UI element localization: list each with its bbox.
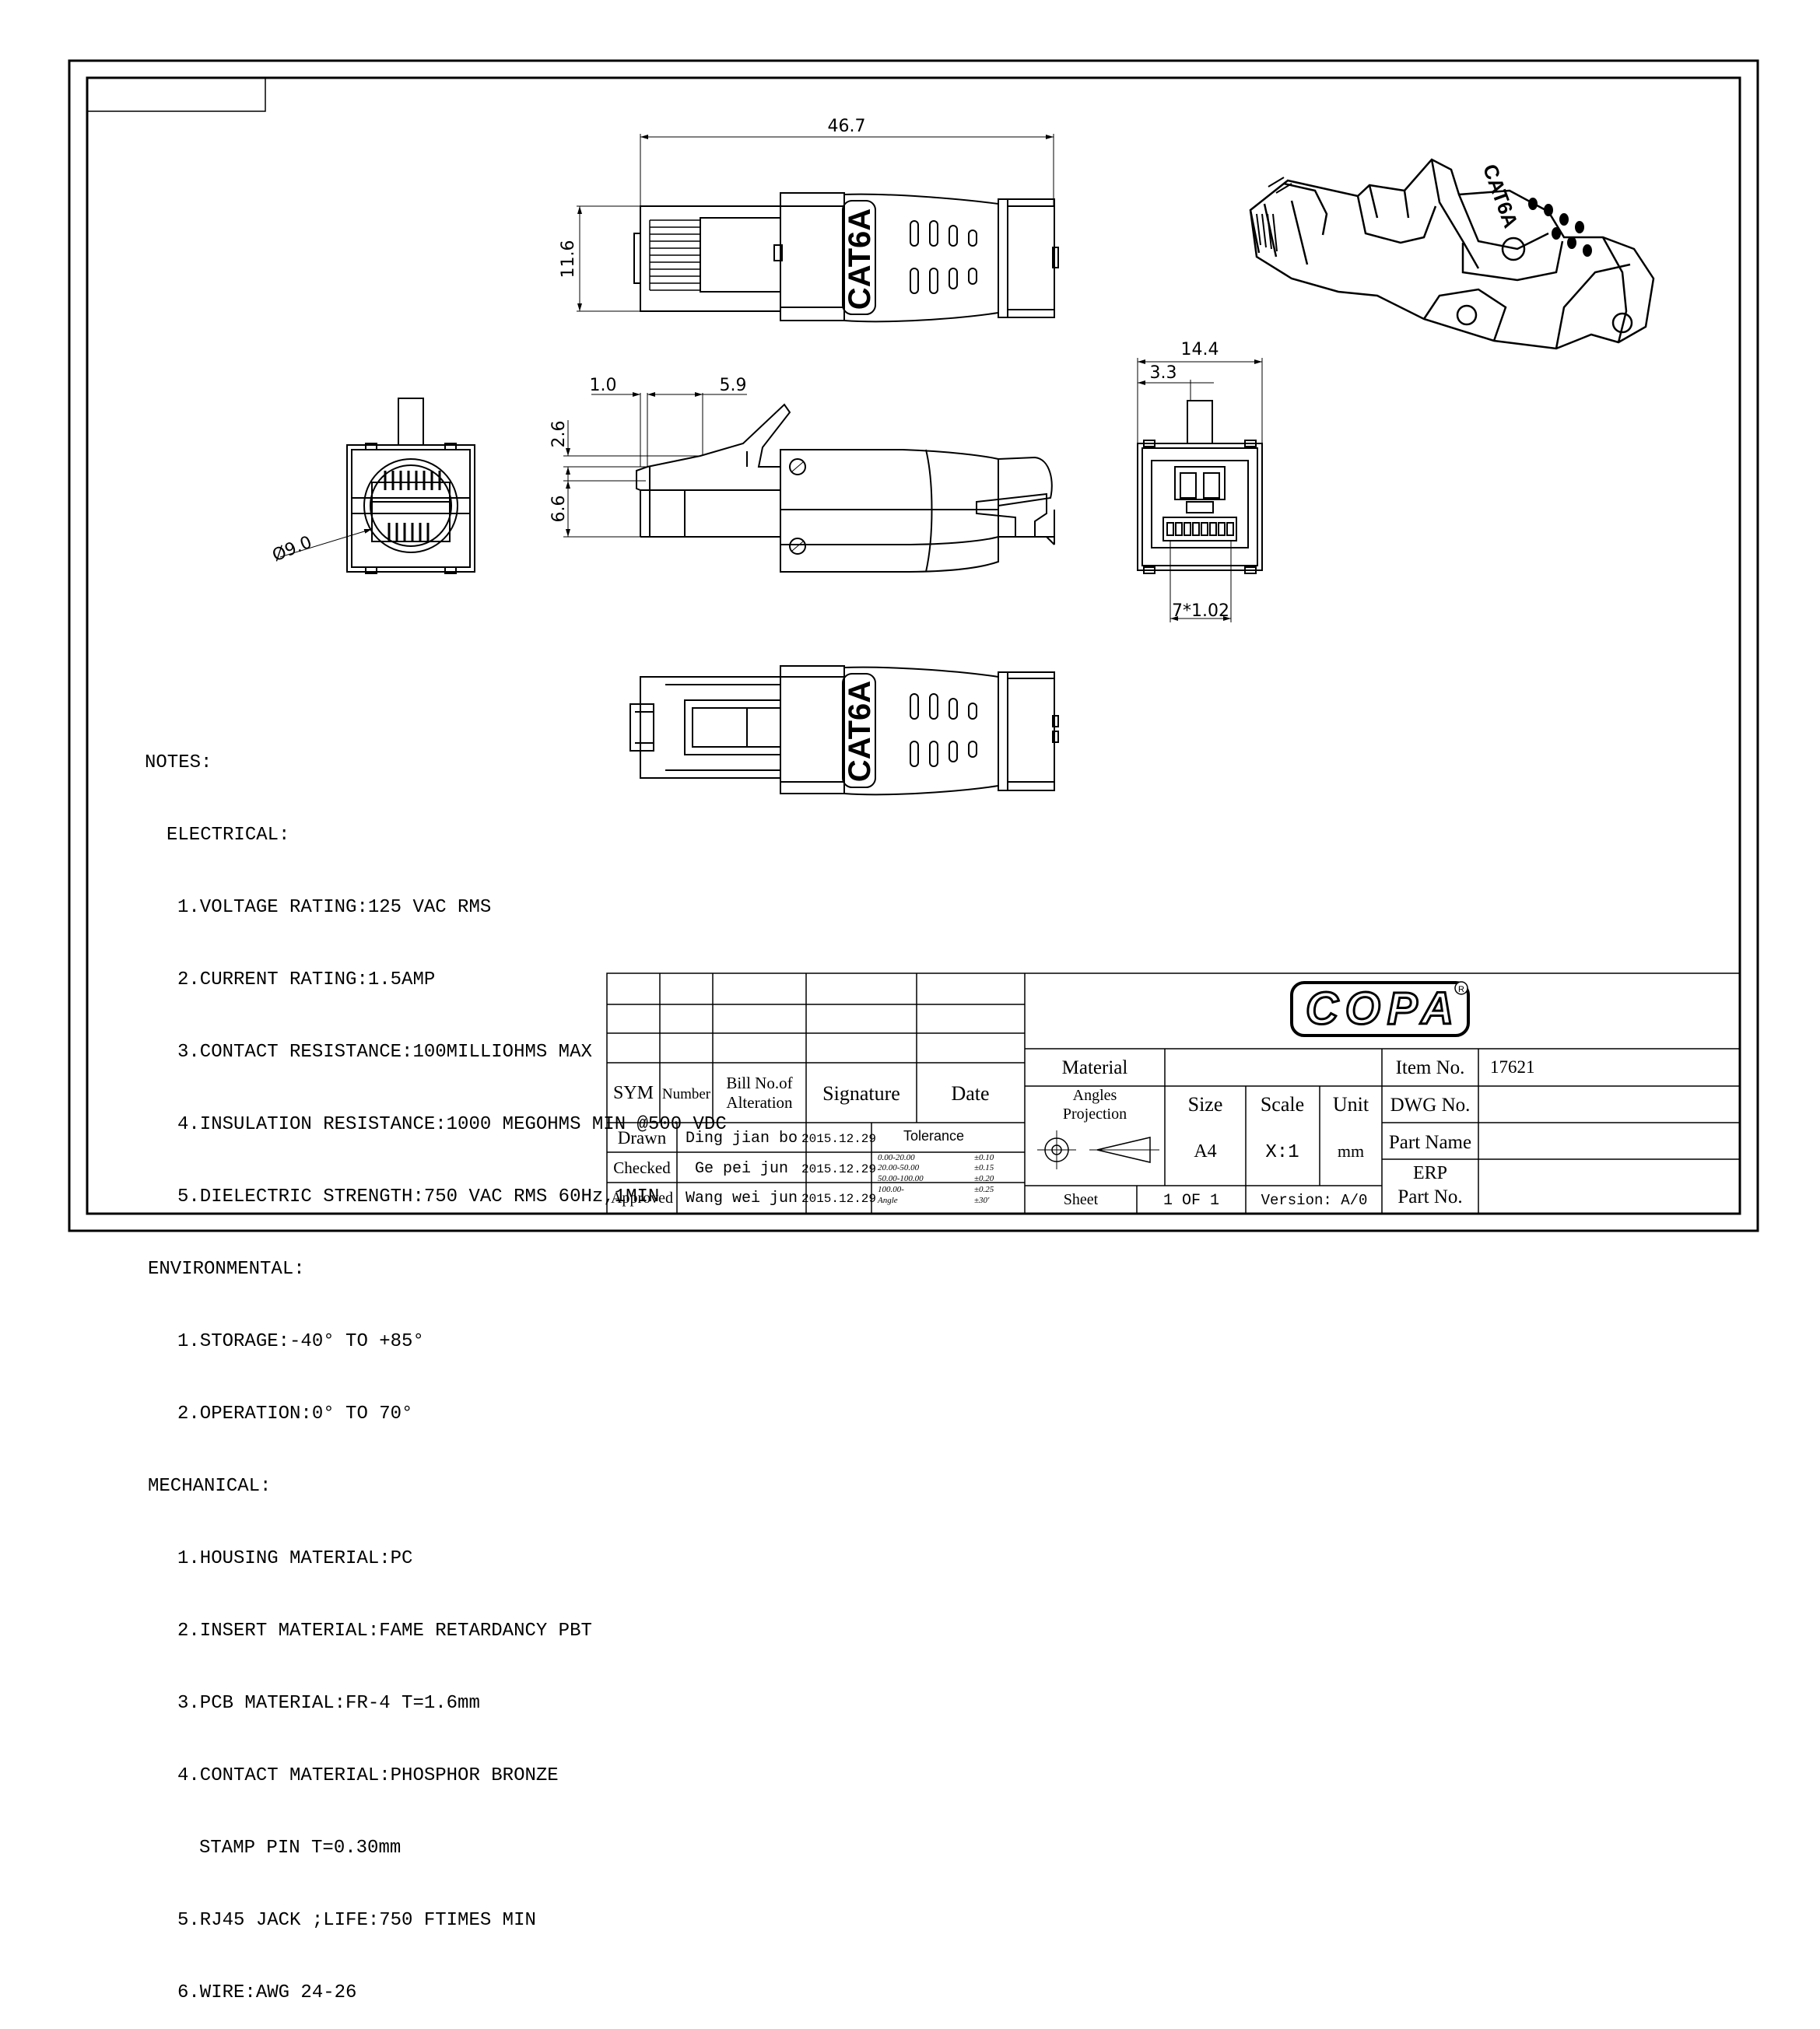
checked-name: Ge pei jun (695, 1160, 788, 1178)
electrical-item: 5.DIELECTRIC STRENGTH:750 VAC RMS 60Hz,1… (177, 1186, 660, 1207)
size-label: Size (1188, 1093, 1223, 1116)
angles-label: Angles (1073, 1087, 1117, 1104)
projection-label: Projection (1063, 1106, 1127, 1123)
svg-text:20.00-50.00: 20.00-50.00 (878, 1163, 920, 1172)
svg-text:100.00-: 100.00- (878, 1185, 904, 1194)
mechanical-item: 5.RJ45 JACK ;LIFE:750 FTIMES MIN (177, 1910, 536, 1931)
erp-label: ERP (1413, 1163, 1447, 1183)
tolerance-title: Tolerance (903, 1128, 964, 1144)
electrical-item: 1.VOLTAGE RATING:125 VAC RMS (177, 897, 492, 918)
material-label: Material (1062, 1057, 1128, 1078)
electrical-item: 3.CONTACT RESISTANCE:100MILLIOHMS MAX (177, 1042, 592, 1063)
unit-label: Unit (1333, 1093, 1369, 1116)
svg-text:50.00-100.00: 50.00-100.00 (878, 1174, 924, 1183)
dim-side-6-6: 6.6 (549, 496, 569, 523)
iso-view (1249, 158, 1655, 350)
svg-text:±0.25: ±0.25 (974, 1185, 994, 1194)
dim-rear-pitch: 7*1.02 (1172, 601, 1229, 621)
corner-label-box (86, 77, 266, 112)
drawn-date: 2015.12.29 (801, 1132, 876, 1146)
rear-view (1137, 358, 1263, 622)
svg-text:Angle: Angle (877, 1196, 898, 1205)
col-bill-1: Bill No.of (726, 1074, 792, 1092)
dim-side-1-0: 1.0 (590, 376, 617, 395)
electrical-item: 2.CURRENT RATING:1.5AMP (177, 969, 436, 990)
side-view (563, 392, 1055, 573)
version-value: Version: A/0 (1261, 1192, 1368, 1209)
mechanical-item: 3.PCB MATERIAL:FR-4 T=1.6mm (177, 1693, 480, 1714)
mechanical-item: 4.CONTACT MATERIAL:PHOSPHOR BRONZE (177, 1765, 559, 1786)
dim-side-2-6: 2.6 (549, 421, 569, 448)
checked-date: 2015.12.29 (801, 1162, 876, 1176)
dim-rear-3-3: 3.3 (1150, 363, 1177, 383)
dim-top-width: 46.7 (828, 117, 866, 136)
col-signature: Signature (822, 1082, 900, 1105)
tolerance-table: 0.00-20.00 ±0.10 20.00-50.00 ±0.15 50.00… (877, 1153, 994, 1205)
cat6a-label-top: CAT6A (843, 209, 877, 310)
dim-side-5-9: 5.9 (720, 376, 747, 395)
dim-rear-width: 14.4 (1181, 340, 1219, 359)
drawn-label: Drawn (618, 1128, 667, 1148)
environmental-title: ENVIRONMENTAL: (148, 1259, 305, 1280)
sheet-value: 1 OF 1 (1163, 1192, 1219, 1210)
dim-top-height: 11.6 (559, 240, 578, 279)
svg-text:±0.10: ±0.10 (974, 1153, 994, 1162)
title-block-text: SYM Number Bill No.of Alteration Signatu… (611, 1057, 1534, 1210)
approved-name: Wang wei jun (686, 1190, 798, 1207)
col-number: Number (662, 1086, 711, 1102)
outer-border (68, 59, 1759, 1232)
svg-text:0.00-20.00: 0.00-20.00 (878, 1153, 915, 1162)
mechanical-item: STAMP PIN T=0.30mm (199, 1838, 402, 1859)
copa-logo: COPA R (1290, 981, 1470, 1037)
item-no-value: 17621 (1490, 1057, 1535, 1077)
scale-label: Scale (1261, 1093, 1304, 1116)
checked-label: Checked (613, 1158, 671, 1177)
col-sym: SYM (613, 1083, 654, 1103)
drawn-name: Ding jian bo (686, 1130, 798, 1148)
mechanical-item: 1.HOUSING MATERIAL:PC (177, 1548, 413, 1569)
electrical-item: 4.INSULATION RESISTANCE:1000 MEGOHMS MIN… (177, 1114, 727, 1135)
title-block-grid (606, 972, 1741, 1214)
top-view (577, 134, 1059, 323)
notes-block: NOTES: ELECTRICAL: 1.VOLTAGE RATING:125 … (145, 703, 736, 2029)
svg-text:R: R (1458, 985, 1464, 994)
dwg-no-label: DWG No. (1390, 1095, 1471, 1116)
part-name-label: Part Name (1389, 1132, 1471, 1153)
cat6a-label-iso: CAT6A (1478, 161, 1523, 231)
mechanical-item: 2.INSERT MATERIAL:FAME RETARDANCY PBT (177, 1621, 592, 1642)
scale-value: X:1 (1265, 1142, 1299, 1163)
svg-text:±30': ±30' (974, 1196, 990, 1205)
part-no-label: Part No. (1397, 1186, 1462, 1207)
svg-text:±0.20: ±0.20 (974, 1174, 994, 1183)
cat6a-label-bottom: CAT6A (843, 681, 877, 782)
notes-heading: NOTES: (145, 752, 212, 773)
front-view (279, 398, 475, 574)
environmental-item: 2.OPERATION:0° TO 70° (177, 1403, 413, 1425)
drawing-sheet: 46.7 11.6 CAT6A CAT6A (68, 59, 1759, 1232)
col-bill-2: Alteration (726, 1093, 793, 1112)
unit-value: mm (1338, 1141, 1364, 1161)
mechanical-title: MECHANICAL: (148, 1476, 272, 1497)
bottom-view (629, 665, 1059, 796)
dim-front-diameter: Ø9.0 (270, 533, 315, 566)
col-date: Date (951, 1082, 989, 1105)
svg-text:±0.15: ±0.15 (974, 1163, 994, 1172)
projection-symbol (1037, 1130, 1159, 1169)
mechanical-item: 6.WIRE:AWG 24-26 (177, 1982, 357, 2003)
size-value: A4 (1194, 1141, 1216, 1162)
svg-text:COPA: COPA (1306, 983, 1454, 1034)
electrical-title: ELECTRICAL: (167, 825, 290, 846)
approved-label: Approved (611, 1190, 673, 1207)
environmental-item: 1.STORAGE:-40° TO +85° (177, 1331, 424, 1352)
sheet-label: Sheet (1064, 1191, 1099, 1208)
approved-date: 2015.12.29 (801, 1192, 876, 1206)
item-no-label: Item No. (1396, 1057, 1465, 1078)
